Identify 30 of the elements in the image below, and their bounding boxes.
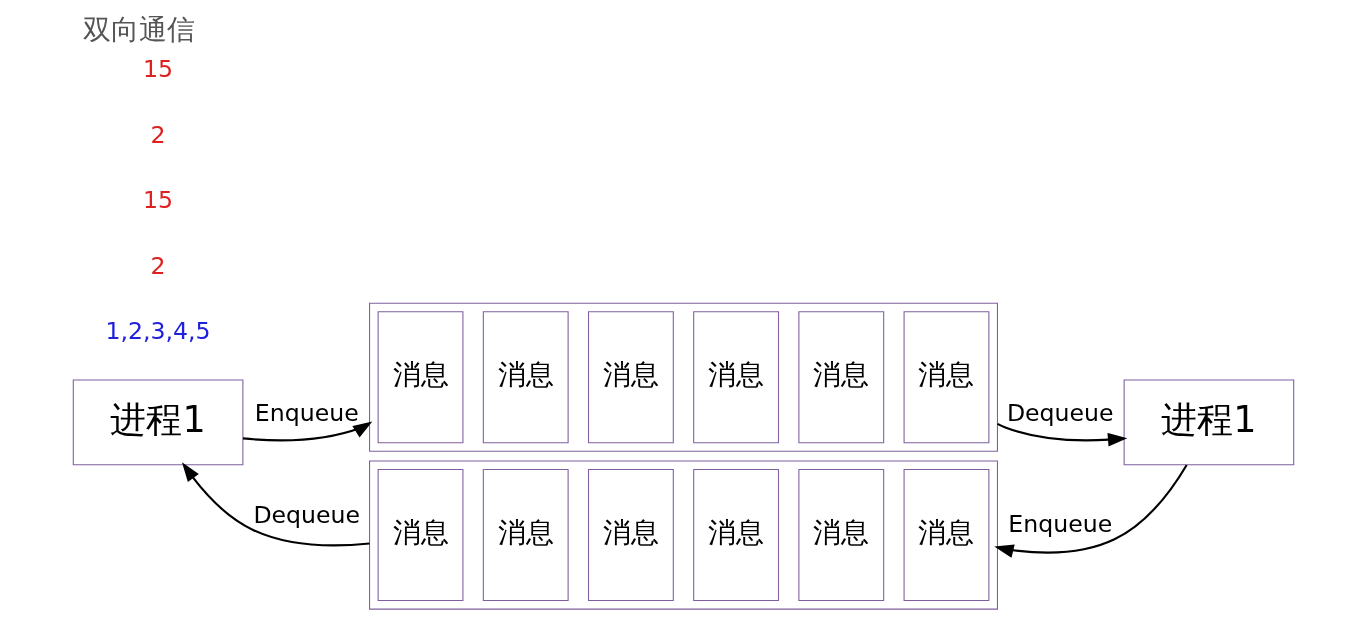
- node-box: 消息: [797, 311, 884, 444]
- node-box: 消息: [692, 311, 779, 444]
- diagram-title: 双向通信: [82, 12, 195, 46]
- node-box: 消息: [587, 311, 674, 444]
- label: 1,2,3,4,5: [105, 317, 211, 346]
- edge-label: Dequeue: [252, 500, 360, 529]
- label: 15: [142, 186, 173, 215]
- arrow: [242, 421, 372, 442]
- node-box: 进程1: [72, 379, 243, 466]
- node-box: 进程1: [1123, 379, 1294, 466]
- node-box: 消息: [482, 311, 569, 444]
- cluster: [368, 460, 998, 610]
- node-box: 消息: [377, 469, 463, 602]
- node-box: 消息: [377, 311, 463, 444]
- arrow: [996, 422, 1127, 447]
- node-box: 消息: [797, 469, 884, 602]
- arrow: [993, 464, 1188, 558]
- cluster: [368, 302, 998, 452]
- node-box: 消息: [587, 469, 674, 602]
- label: 2: [150, 251, 166, 280]
- edge-label: Dequeue: [1006, 398, 1114, 427]
- label: 2: [150, 120, 166, 149]
- node-box: 消息: [903, 469, 989, 602]
- node-box: 消息: [903, 311, 989, 444]
- edge-label: Enqueue: [1007, 510, 1112, 539]
- node-box: 消息: [692, 469, 779, 602]
- node-box: 消息: [482, 469, 569, 602]
- label: 15: [142, 55, 173, 84]
- arrow: [181, 462, 370, 547]
- edge-label: Enqueue: [254, 398, 359, 427]
